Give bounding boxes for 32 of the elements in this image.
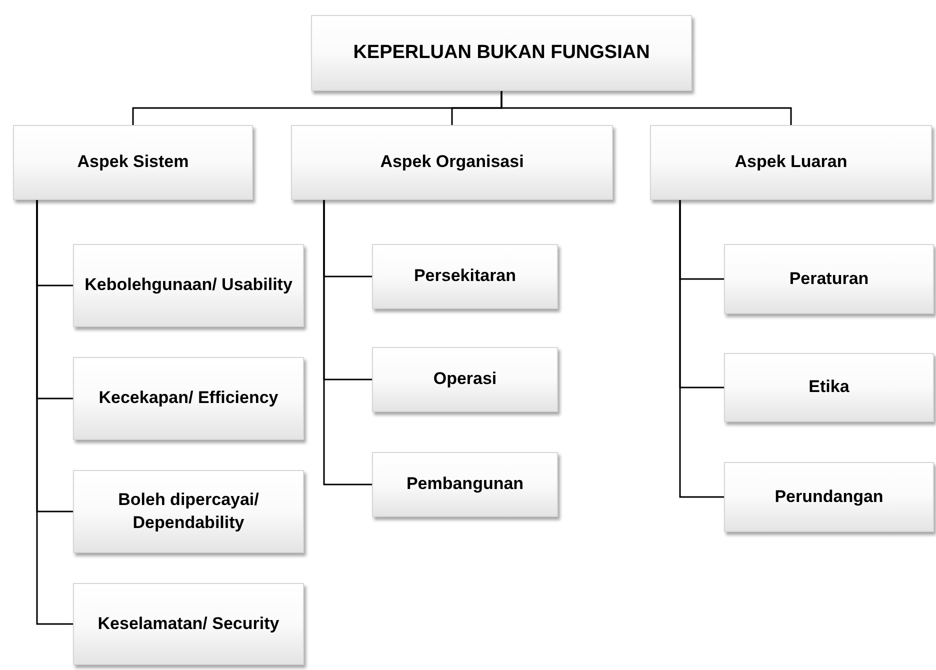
box-label: Aspek Organisasi: [380, 151, 524, 174]
connector-line: [500, 91, 792, 125]
category-box: [372, 452, 558, 517]
box-label: KEPERLUAN BUKAN FUNGSIAN: [353, 41, 650, 66]
box-label: Aspek Luaran: [734, 151, 848, 174]
root-box: [311, 15, 692, 91]
category-box: [291, 125, 613, 200]
connector-line: [36, 200, 73, 625]
box-label: Etika: [808, 376, 850, 398]
box-label: Pembangunan: [406, 473, 524, 496]
box-label: Peraturan: [789, 268, 869, 290]
box-label: Keselamatan/ Security: [98, 612, 280, 635]
category-box: [73, 583, 304, 665]
connector-line: [323, 200, 372, 486]
category-box: [724, 244, 934, 314]
category-box: [650, 125, 932, 200]
box-label: Perundangan: [774, 486, 884, 508]
category-box: [73, 357, 304, 440]
box-label: Boleh dipercayai/ Dependability: [117, 488, 260, 534]
category-box: [372, 244, 558, 309]
box-label: Aspek Sistem: [77, 151, 189, 174]
box-label: Persekitaran: [414, 265, 516, 288]
category-box: [73, 244, 304, 327]
category-box: [372, 347, 558, 412]
category-box: [73, 470, 304, 553]
category-box: [13, 125, 253, 200]
category-box: [724, 353, 934, 422]
category-box: [724, 462, 934, 532]
box-label: Kebolehgunaan/ Usability: [84, 274, 292, 296]
box-label: Operasi: [433, 368, 497, 390]
box-label: Kecekapan/ Efficiency: [98, 387, 278, 410]
connector-line: [679, 200, 724, 498]
